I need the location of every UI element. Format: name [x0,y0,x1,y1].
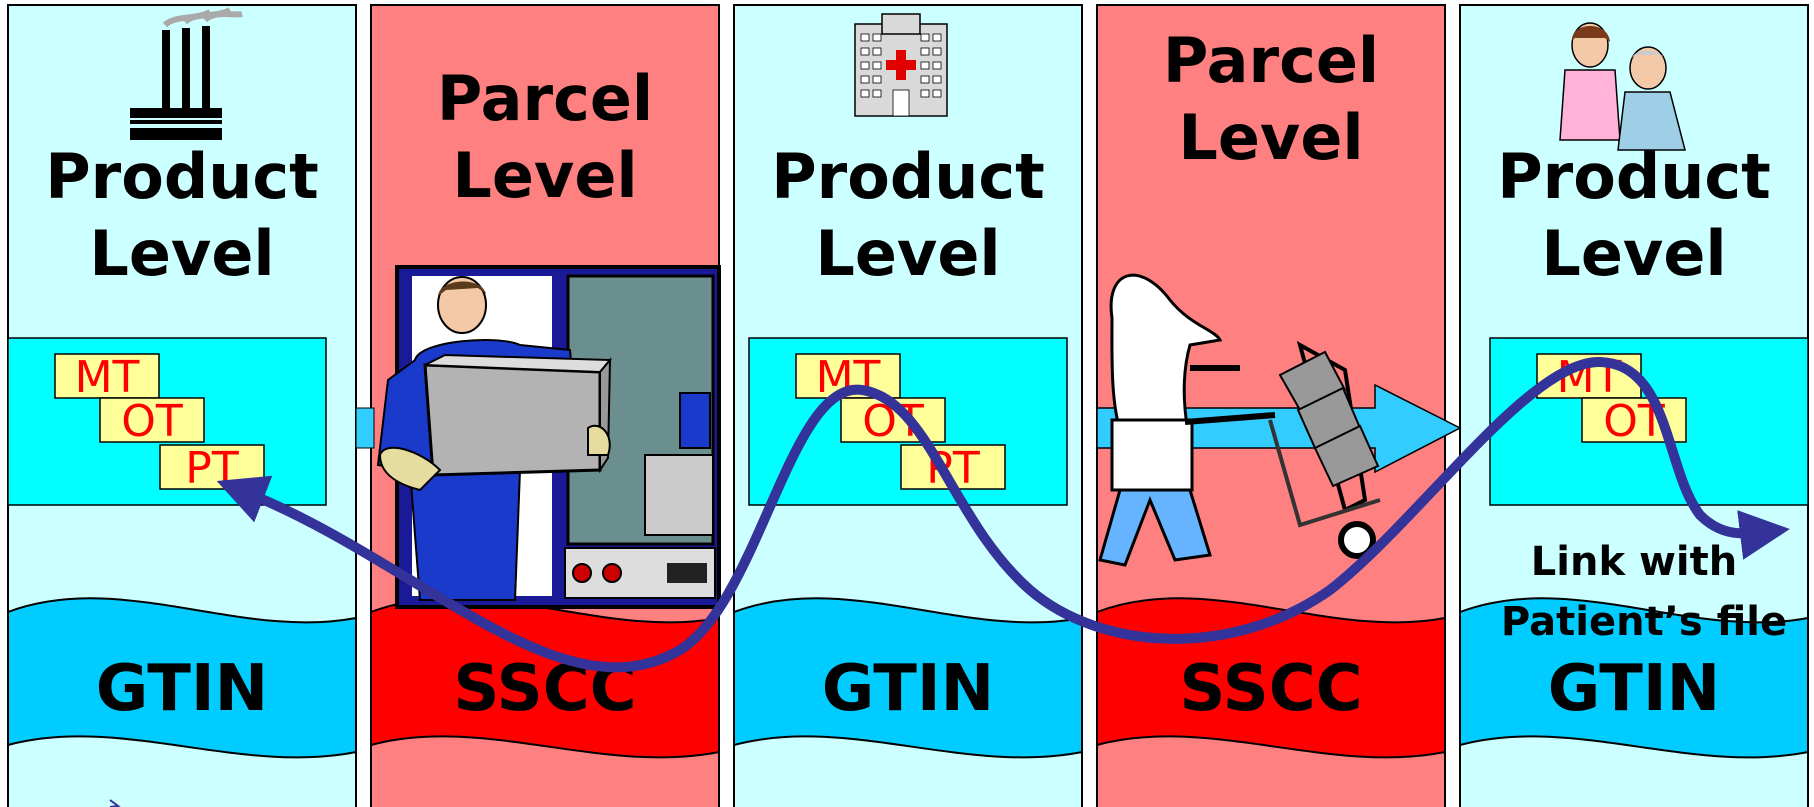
product-level-title-2-line2: Level [815,217,1000,290]
product-level-title-3-line1: Product [1497,140,1771,213]
product-level-title-2-line1: Product [771,140,1045,213]
traceability-flow-line [216,356,1790,673]
link-label-line2: Patient’s file [1501,599,1787,645]
tag-note-ot-3: OT [1581,396,1687,447]
svg-text:PT: PT [185,443,239,494]
parcel-level-title-1-line2: Level [452,139,637,212]
tag-note-pt-1: PT [159,443,265,494]
factory-icon [130,7,243,140]
nurse-patient-icon [1559,22,1686,151]
code-label-sscc-2: SSCC [1179,652,1362,726]
svg-text:OT: OT [121,396,183,447]
hospital-icon [854,13,948,117]
product-level-title-1-line1: Product [45,140,319,213]
parcel-level-title-2-line2: Level [1178,101,1363,174]
product-level-title-1-line2: Level [89,217,274,290]
connector-arrow-1 [355,407,375,449]
product-level-title-3-line2: Level [1541,217,1726,290]
parcel-level-title-1-line1: Parcel [437,62,653,135]
gtin-band-3 [1459,597,1809,759]
tag-note-ot-1: OT [99,396,205,447]
code-label-gtin-2: GTIN [822,652,994,726]
code-label-gtin-3: GTIN [1548,652,1720,726]
gtin-band-1 [7,597,357,759]
delivery-worker-icon [376,265,721,609]
gtin-band-2 [733,597,1083,759]
code-label-gtin-1: GTIN [96,652,268,726]
parcel-level-title-2-line1: Parcel [1163,24,1379,97]
svg-text:MT: MT [75,352,140,403]
link-label-line1: Link with [1531,539,1737,585]
tag-note-mt-1: MT [54,352,160,403]
